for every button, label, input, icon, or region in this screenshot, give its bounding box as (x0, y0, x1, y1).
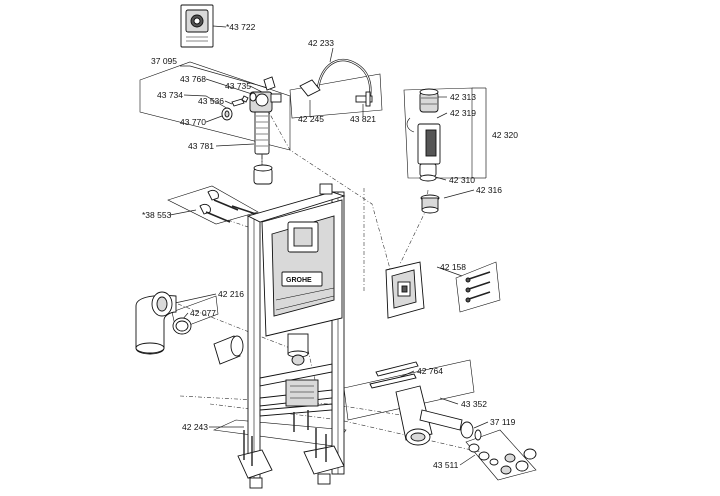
nuts-washers-icon (468, 443, 537, 475)
part-label: 42 077 (190, 308, 216, 318)
part-label: 42 316 (476, 185, 502, 195)
part-label: 42 233 (308, 38, 334, 48)
connection-pipe-icon (369, 361, 482, 446)
part-label: 43 734 (157, 90, 183, 100)
leader-lines (169, 25, 489, 466)
part-label: 42 243 (182, 422, 208, 432)
flex-hose-icon (299, 58, 373, 107)
part-label: 42 319 (450, 108, 476, 118)
installation-frame: GROHE (237, 183, 346, 489)
fixing-screws-icon (465, 271, 491, 303)
part-label: 37 095 (151, 56, 177, 66)
part-label: 43 536 (198, 96, 224, 106)
part-label: 43 770 (180, 117, 206, 127)
actuator-frame-icon (385, 261, 425, 319)
part-labels: *43 722 37 095 43 768 43 735 43 734 43 5… (142, 22, 518, 470)
flush-plate-icon (180, 4, 214, 48)
part-label: 43 821 (350, 114, 376, 124)
part-label: 43 781 (188, 141, 214, 151)
part-label: 42 320 (492, 130, 518, 140)
part-label: 42 764 (417, 366, 443, 376)
elbow-pipe-icon (135, 291, 244, 365)
brand-mark: GROHE (286, 277, 312, 284)
part-label: 42 158 (440, 262, 466, 272)
part-label: *38 553 (142, 210, 172, 220)
part-label: 42 216 (218, 289, 244, 299)
part-label: *43 722 (226, 22, 256, 32)
fill-valve-icon (221, 76, 282, 185)
part-label: 42 245 (298, 114, 324, 124)
part-label: 43 768 (180, 74, 206, 84)
screws-icon (199, 189, 257, 223)
part-label: 43 352 (461, 399, 487, 409)
part-label: 42 313 (450, 92, 476, 102)
part-label: 43 511 (433, 460, 459, 470)
part-label: 43 735 (225, 81, 251, 91)
part-label: 42 310 (449, 175, 475, 185)
part-label: 37 119 (490, 417, 516, 427)
flush-valve-icon (406, 88, 441, 214)
perspective-planes (139, 61, 537, 481)
